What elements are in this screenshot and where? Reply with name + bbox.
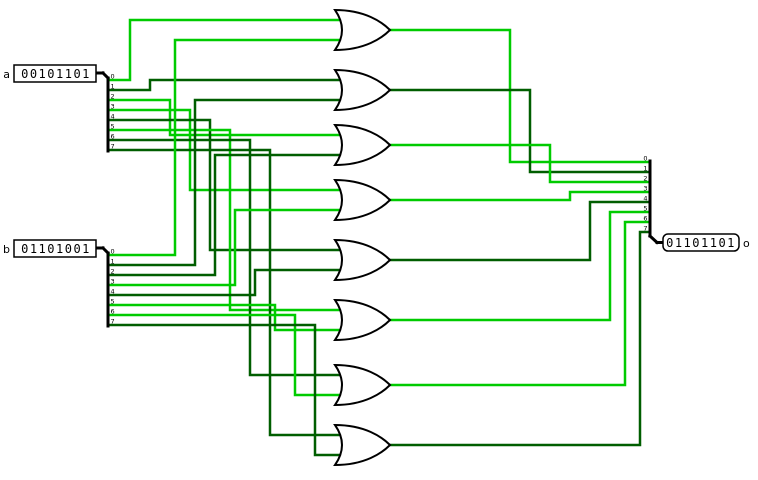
splitter-b-pin-index: 2: [111, 268, 115, 276]
splitter-b-pin-index: 7: [111, 318, 115, 326]
wire-b-bit6[interactable]: [106, 313, 342, 397]
input-pin-a[interactable]: a 00101101: [3, 64, 97, 83]
wire-a-bit4[interactable]: [106, 118, 342, 252]
splitter-a-pin-index: 6: [111, 133, 115, 141]
merger-pin-index: 7: [643, 225, 647, 233]
wire-b-bit2[interactable]: [106, 153, 342, 277]
splitter-a-pin-index: 7: [111, 143, 115, 151]
splitter-b-pin-index: 4: [111, 288, 115, 296]
merger-pin-index: 6: [643, 215, 647, 223]
input-b-box[interactable]: [13, 239, 97, 258]
splitter-a-pin-index: 1: [111, 83, 115, 91]
input-a-label: a: [3, 68, 10, 81]
wire-out-bit3[interactable]: [388, 190, 652, 202]
wire-b-bit3[interactable]: [106, 208, 342, 287]
splitter-a-pin-index: 0: [111, 73, 115, 81]
merger-pin-index: 5: [643, 205, 647, 213]
splitter-b-pin-index: 5: [111, 298, 115, 306]
input-a-box[interactable]: [13, 64, 97, 83]
wires-layer: [106, 18, 652, 457]
or-gate-4[interactable]: [333, 238, 392, 282]
splitter-b-pin-index: 3: [111, 278, 115, 286]
wire-b-bit1[interactable]: [106, 98, 342, 267]
or-gate-1[interactable]: [333, 68, 392, 112]
merger-pin-index: 0: [643, 155, 647, 163]
wire-out-bit6[interactable]: [388, 220, 652, 387]
or-gate-3[interactable]: [333, 178, 392, 222]
merger-pin-index: 3: [643, 185, 647, 193]
splitter-a-pin-index: 4: [111, 113, 115, 121]
splitter-b-pin-index: 6: [111, 308, 115, 316]
splitter-a-pin-index: 2: [111, 93, 115, 101]
or-gate-6[interactable]: [333, 363, 392, 407]
wire-out-bit5[interactable]: [388, 210, 652, 322]
wire-a-bit0[interactable]: [106, 18, 342, 82]
output-value: 01101101: [666, 236, 736, 250]
wire-b-bit7[interactable]: [106, 323, 342, 457]
wire-a-bit6[interactable]: [106, 138, 342, 377]
or-gate-2[interactable]: [333, 123, 392, 167]
wire-a-bit2[interactable]: [106, 98, 342, 137]
or-gate-7[interactable]: [333, 423, 392, 467]
merger-pin-index: 1: [643, 165, 647, 173]
wire-b-bit5[interactable]: [106, 303, 342, 332]
splitter-a-pin-index: 5: [111, 123, 115, 131]
wire-a-bit7[interactable]: [106, 148, 342, 437]
input-b-label: b: [3, 243, 10, 256]
output-box[interactable]: [662, 233, 740, 252]
splitter-b-pin-index: 0: [111, 248, 115, 256]
splitter-b-pin-index: 1: [111, 258, 115, 266]
wire-b-bit0[interactable]: [106, 38, 342, 257]
merger-pin-index: 2: [643, 175, 647, 183]
output-pin[interactable]: 01101101 o: [662, 233, 750, 252]
or-gate-5[interactable]: [333, 298, 392, 342]
wire-a-bit1[interactable]: [106, 78, 342, 92]
input-a-value: 00101101: [21, 67, 91, 81]
wire-a-bit5[interactable]: [106, 128, 342, 312]
output-label: o: [743, 237, 750, 250]
splitter-a-pin-index: 3: [111, 103, 115, 111]
wire-out-bit0[interactable]: [388, 28, 652, 164]
splitters-layer: 0 1 2 3 4 5 6 7 0 1 2 3 4 5 6 7 0 1 2 3 4 5 6 7: [94, 70, 665, 328]
input-b-value: 01101001: [21, 242, 91, 256]
input-pin-b[interactable]: b 01101001: [3, 239, 97, 258]
or-gate-0[interactable]: [333, 8, 392, 52]
gates-layer: [333, 8, 392, 467]
wire-out-bit4[interactable]: [388, 200, 652, 262]
wire-out-bit1[interactable]: [388, 88, 652, 174]
wire-out-bit7[interactable]: [388, 230, 652, 447]
wire-out-bit2[interactable]: [388, 143, 652, 184]
merger-pin-index: 4: [643, 195, 647, 203]
wire-b-bit4[interactable]: [106, 268, 342, 297]
